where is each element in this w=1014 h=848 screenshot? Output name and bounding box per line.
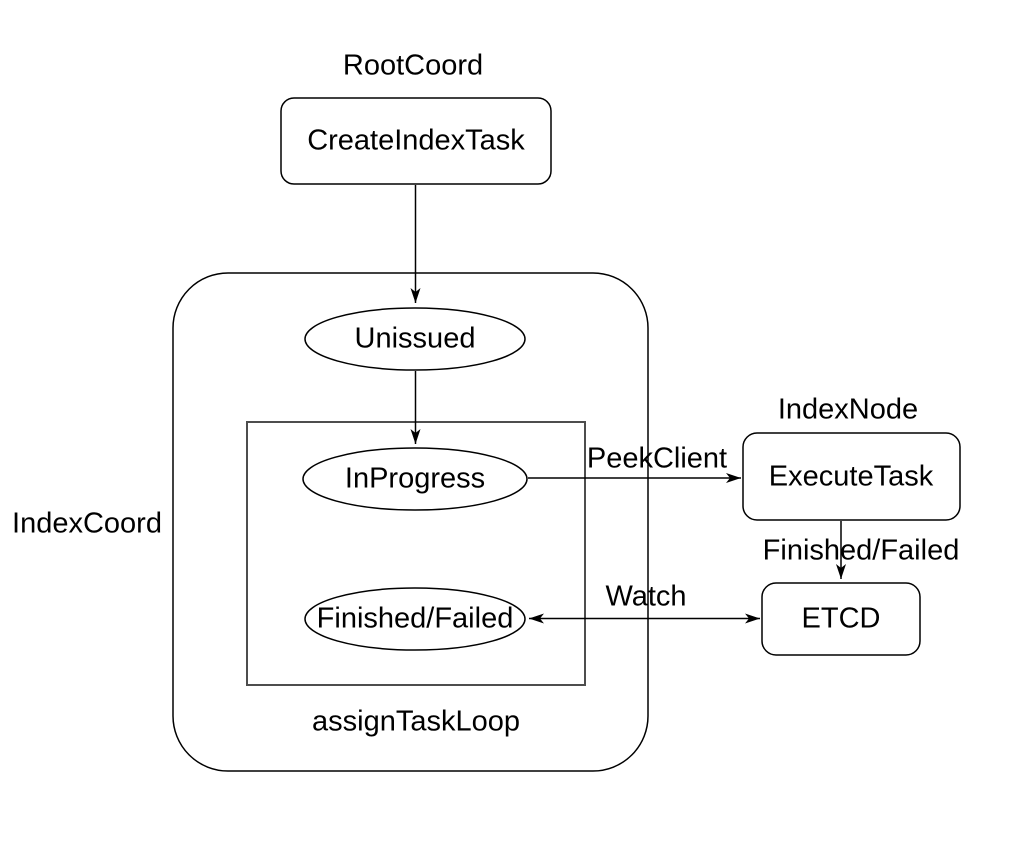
index-coord-label: IndexCoord bbox=[12, 507, 162, 540]
in-progress-label: InProgress bbox=[344, 462, 486, 495]
execute-task-box bbox=[742, 432, 961, 521]
create-index-task-label: CreateIndexTask bbox=[307, 124, 525, 157]
etcd-label: ETCD bbox=[801, 602, 881, 635]
unissued-ellipse bbox=[304, 307, 526, 371]
finished-failed-ellipse bbox=[304, 587, 526, 651]
execute-task-label: ExecuteTask bbox=[768, 460, 934, 493]
index-node-title: IndexNode bbox=[777, 393, 919, 426]
assign-task-loop-label: assignTaskLoop bbox=[312, 705, 520, 738]
root-coord-title: RootCoord bbox=[342, 49, 484, 82]
peek-client-edge-label: PeekClient bbox=[586, 442, 728, 475]
in-progress-ellipse bbox=[302, 447, 528, 511]
finished-failed-state-label: Finished/Failed bbox=[316, 602, 514, 635]
etcd-box bbox=[761, 582, 921, 656]
finished-failed-edge-label: Finished/Failed bbox=[762, 534, 960, 567]
watch-edge-label: Watch bbox=[605, 580, 687, 613]
create-index-task-box bbox=[280, 97, 552, 185]
unissued-label: Unissued bbox=[354, 322, 476, 355]
